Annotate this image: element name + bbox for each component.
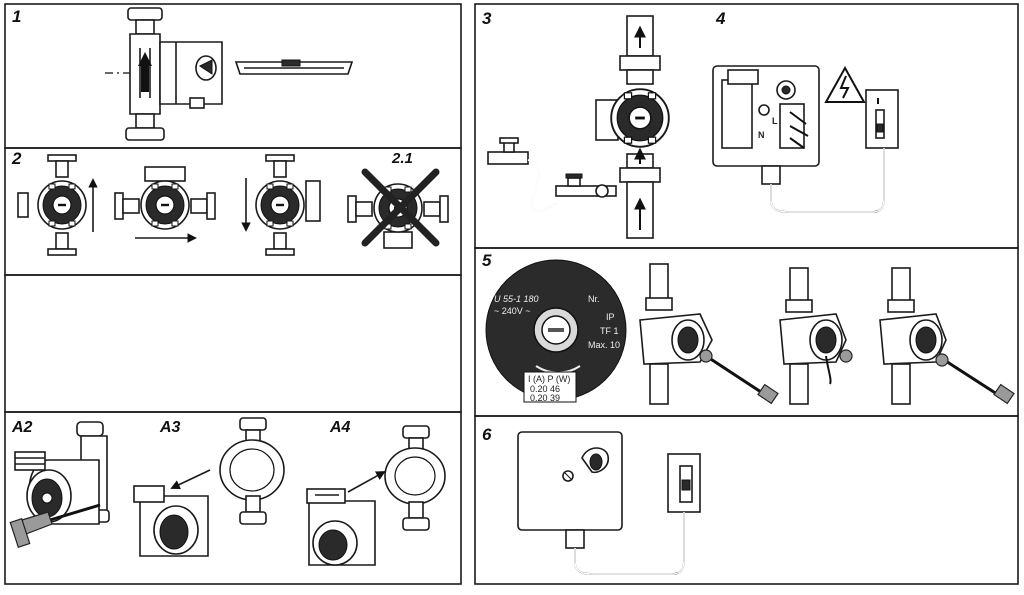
panel-2-label: 2 bbox=[11, 149, 22, 168]
terminal-l-label: L bbox=[772, 116, 778, 126]
nameplate-tf: TF 1 bbox=[600, 326, 619, 336]
cross-out-icon bbox=[361, 168, 440, 247]
spirit-level-icon bbox=[234, 59, 354, 75]
pump-orientation-forbidden bbox=[347, 183, 449, 249]
nameplate-columns: I (A) P (W) bbox=[528, 374, 570, 384]
nameplate-max: Max. 10 bbox=[588, 340, 620, 350]
pump-venting-1 bbox=[639, 263, 779, 405]
panel-2-sublabel: 2.1 bbox=[391, 150, 413, 167]
terminal-box-closed bbox=[517, 431, 623, 549]
panel-2: 2 2.1 bbox=[11, 149, 449, 256]
panel-3-label: 3 bbox=[482, 9, 492, 28]
pump-orientation-1 bbox=[17, 154, 87, 256]
terminal-n-label: N bbox=[758, 130, 765, 140]
switch-box-icon bbox=[667, 453, 701, 513]
screwdriver-icon bbox=[9, 503, 101, 548]
pump-orientation-3 bbox=[255, 154, 321, 256]
panel-4-label: 4 bbox=[715, 9, 726, 28]
nameplate-model: U 55-1 180 bbox=[494, 294, 539, 304]
pump-venting-3 bbox=[879, 267, 1015, 405]
panel-a: A2 A3 A4 bbox=[9, 417, 446, 566]
panel-frames bbox=[4, 3, 1019, 585]
direction-arrow-icon bbox=[347, 471, 386, 493]
panel-5-label: 5 bbox=[482, 251, 492, 270]
terminal-box bbox=[712, 65, 820, 185]
circulator-pump-icon bbox=[125, 7, 223, 141]
panel-3: 3 bbox=[482, 9, 670, 239]
switch-box-icon bbox=[865, 89, 899, 149]
nameplate-nr: Nr. bbox=[588, 294, 600, 304]
label-a3: A3 bbox=[159, 419, 181, 436]
pump-housing-a3 bbox=[219, 417, 285, 525]
label-a4: A4 bbox=[329, 419, 351, 436]
pump-a4 bbox=[306, 488, 376, 566]
pump-orientation-2 bbox=[114, 166, 216, 230]
panel-5: 5 U 55-1 180 ~ 240V ~ Nr. IP TF 1 Max. 1… bbox=[482, 251, 1015, 405]
valve-icon bbox=[487, 137, 617, 214]
direction-arrow-icon bbox=[170, 469, 211, 490]
panel-6-label: 6 bbox=[482, 425, 492, 444]
nameplate-row-1: 0.20 46 bbox=[530, 384, 560, 394]
pump-a2 bbox=[14, 421, 110, 525]
circulator-pump-icon bbox=[595, 88, 670, 148]
panel-1: 1 bbox=[12, 7, 354, 141]
panel-1-label: 1 bbox=[12, 7, 21, 26]
nameplate-row-2: 0.20 39 bbox=[530, 393, 560, 403]
nameplate-voltage: ~ 240V ~ bbox=[494, 306, 531, 316]
pump-a3 bbox=[133, 485, 209, 557]
nameplate bbox=[485, 259, 627, 403]
pump-venting-2 bbox=[779, 267, 853, 405]
high-voltage-warning-icon bbox=[824, 65, 866, 103]
pump-housing-a4 bbox=[384, 425, 446, 531]
label-a2: A2 bbox=[11, 419, 33, 436]
panel-4: 4 L N bbox=[712, 9, 899, 213]
nameplate-ip: IP bbox=[606, 312, 615, 322]
panel-6: 6 bbox=[482, 425, 701, 575]
